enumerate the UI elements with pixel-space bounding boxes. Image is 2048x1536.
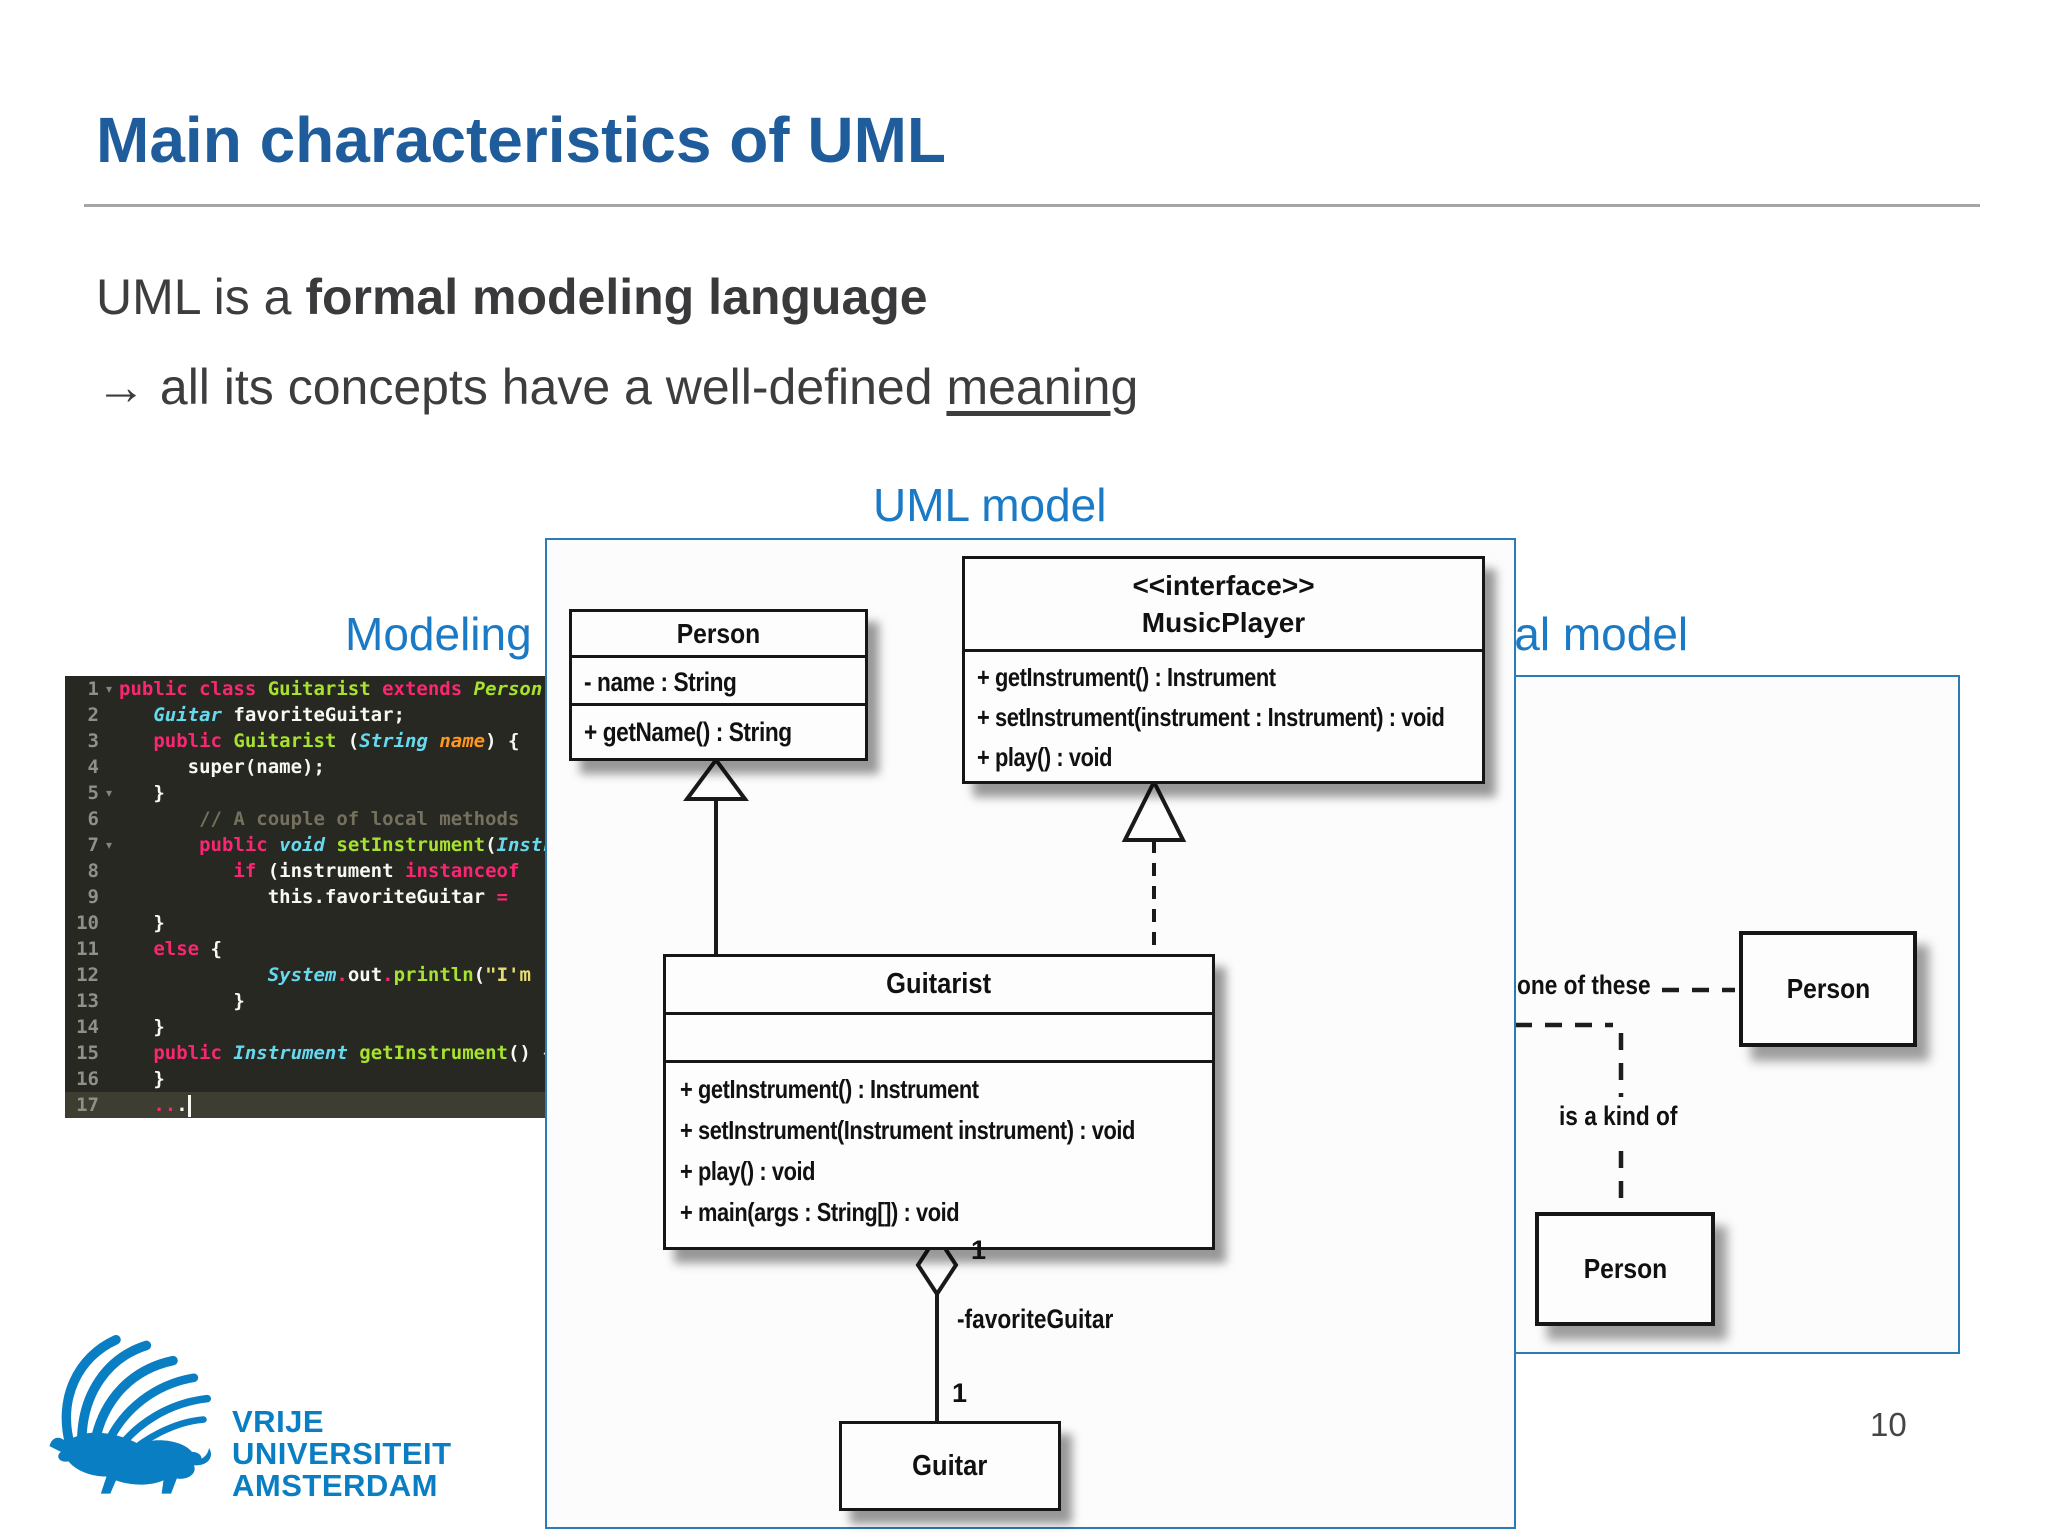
body-line-2-text: all its concepts have a well-defined [146, 359, 947, 415]
guitar-multiplicity: 1 [952, 1378, 968, 1408]
musicplayer-method: + setInstrument(instrument : Instrument)… [977, 702, 1445, 732]
vu-logo-text: VRIJE UNIVERSITEIT AMSTERDAM [232, 1406, 452, 1502]
person-class-box: Person - name : String + getName() : Str… [569, 609, 868, 761]
mental-person-top-box: Person [1739, 931, 1917, 1047]
code-line: 15 public Instrument getInstrument() { [76, 1042, 554, 1064]
guitarist-class-title: Guitarist [666, 957, 1212, 1015]
guitarist-method: + main(args : String[]) : void [680, 1197, 960, 1227]
one-of-these-label: one of these [1517, 970, 1651, 1000]
is-a-kind-of-label: is a kind of [1559, 1101, 1678, 1131]
vu-logo-line: VRIJE [232, 1404, 325, 1439]
code-line: 14 } [76, 1016, 165, 1038]
uml-model-label: UML model [873, 479, 1107, 531]
uml-model-panel: Person - name : String + getName() : Str… [545, 538, 1516, 1529]
body-line-1-bold: formal modeling language [305, 269, 928, 325]
code-line: 8 if (instrument instanceof [87, 860, 520, 882]
musicplayer-method: + play() : void [977, 742, 1113, 772]
person-attribute: - name : String [572, 658, 865, 706]
person-class-title: Person [572, 612, 865, 658]
code-line: 10 } [76, 912, 165, 934]
favorite-guitar-label: -favoriteGuitar [957, 1304, 1114, 1334]
vu-logo-line: UNIVERSITEIT [232, 1436, 452, 1471]
guitarist-attributes-empty [666, 1015, 1212, 1063]
code-line: 5▾ } [87, 782, 165, 804]
code-line: 16 } [76, 1068, 165, 1090]
guitarist-class-box: Guitarist + getInstrument() : Instrument… [663, 954, 1215, 1250]
musicplayer-methods: + getInstrument() : Instrument + setInst… [965, 652, 1482, 777]
body-line-2: → all its concepts have a well-defined m… [96, 358, 1138, 416]
mental-model-panel: one of these Person is a kind of Person [1497, 675, 1960, 1354]
vu-logo-line: AMSTERDAM [232, 1468, 438, 1503]
code-line: 7▾ public void setInstrument(Instrument … [87, 834, 585, 856]
guitarist-method: + play() : void [680, 1156, 816, 1186]
code-line: 11 else { [76, 938, 222, 960]
vu-amsterdam-logo: VRIJE UNIVERSITEIT AMSTERDAM [40, 1328, 500, 1518]
code-line: 13 } [76, 990, 245, 1012]
body-line-1: UML is a formal modeling language [96, 268, 928, 326]
guitarist-method: + getInstrument() : Instrument [680, 1074, 979, 1104]
guitarist-methods: + getInstrument() : Instrument + setInst… [666, 1063, 1212, 1233]
code-editor: 1▾public class Guitarist extends Person … [65, 676, 585, 1118]
arrow-icon: → [96, 359, 146, 415]
musicplayer-header: <<interface>> MusicPlayer [965, 559, 1482, 652]
body-line-2-underlined: meaning [946, 359, 1139, 415]
page-title: Main characteristics of UML [96, 104, 946, 176]
code-lines: 1▾public class Guitarist extends Person … [65, 676, 585, 1118]
body-line-1-prefix: UML is a [96, 269, 306, 325]
musicplayer-interface-box: <<interface>> MusicPlayer + getInstrumen… [962, 556, 1485, 784]
musicplayer-method: + getInstrument() : Instrument [977, 662, 1276, 692]
guitar-class-box: Guitar [839, 1421, 1061, 1511]
code-line: 3 public Guitarist (String name) { [87, 730, 520, 752]
code-line: 2 Guitar favoriteGuitar; [87, 704, 405, 726]
page-number: 10 [1870, 1406, 1907, 1443]
code-line: 4 super(name); [87, 756, 325, 778]
code-line: 9 this.favoriteGuitar = [87, 886, 508, 908]
aggregation-multiplicity: 1 [971, 1235, 987, 1265]
mental-person-bottom-box: Person [1535, 1212, 1715, 1326]
code-line: 17 ... [65, 1092, 585, 1118]
vu-griffin-icon [49, 1335, 211, 1494]
title-divider [84, 204, 1980, 207]
person-method: + getName() : String [584, 717, 792, 747]
musicplayer-title: MusicPlayer [1141, 607, 1306, 638]
guitarist-method: + setInstrument(Instrument instrument) :… [680, 1115, 1135, 1145]
code-line: 12 System.out.println("I'm [76, 964, 531, 986]
code-line: 6 // A couple of local methods [87, 808, 520, 830]
code-line: 1▾public class Guitarist extends Person … [87, 678, 566, 700]
interface-stereotype: <<interface>> [1132, 570, 1315, 601]
